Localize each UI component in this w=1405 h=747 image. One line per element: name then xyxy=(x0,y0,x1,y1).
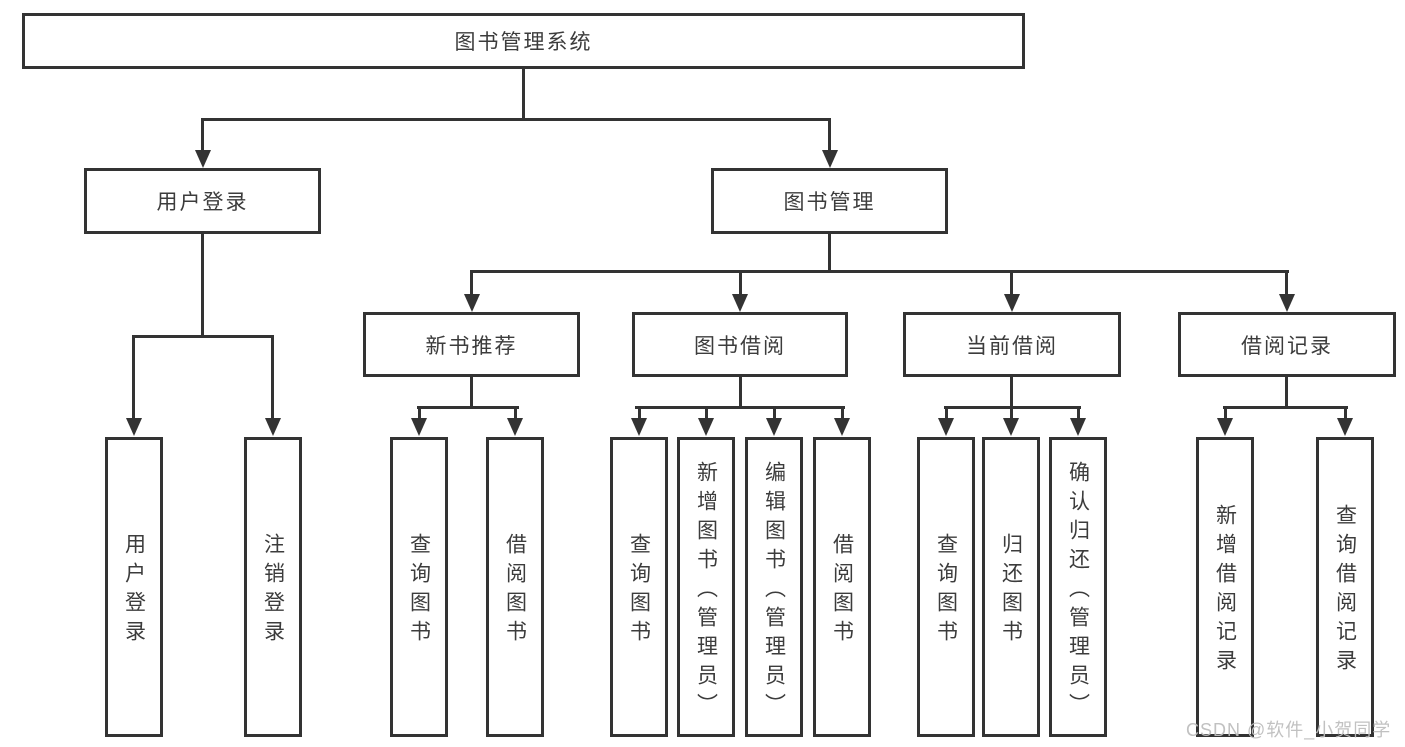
leaf-borrow-book: 借阅图书 xyxy=(813,437,871,737)
connector-new-book-recommend-stem xyxy=(470,377,473,408)
arrow-head-book-management-icon xyxy=(822,150,838,168)
connector-user-login-bus xyxy=(132,335,274,338)
leaf-user-login: 用户登录 xyxy=(105,437,163,737)
leaf-query-book-current: 查询图书 xyxy=(917,437,975,737)
node-book-management: 图书管理 xyxy=(711,168,948,234)
arrow-head-confirm-return-icon xyxy=(1070,418,1086,436)
arrow-head-add-borrow-record-icon xyxy=(1217,418,1233,436)
arrow-head-add-book-icon xyxy=(698,418,714,436)
connector-level2-bus xyxy=(201,118,831,121)
leaf-query-borrow-record: 查询借阅记录 xyxy=(1316,437,1374,737)
arrow-shaft-new-book-recommend xyxy=(470,270,473,296)
arrow-shaft-book-management xyxy=(828,118,831,152)
connector-current-borrow-stem xyxy=(1010,377,1013,408)
arrow-head-query-book-3-icon xyxy=(938,418,954,436)
leaf-confirm-return-admin: 确认归还（管理员） xyxy=(1049,437,1107,737)
leaf-return-book: 归还图书 xyxy=(982,437,1040,737)
arrow-head-borrow-book-2-icon xyxy=(834,418,850,436)
node-current-borrow: 当前借阅 xyxy=(903,312,1121,377)
node-root: 图书管理系统 xyxy=(22,13,1025,69)
connector-root-stem xyxy=(522,68,525,118)
arrow-head-user-login-icon xyxy=(195,150,211,168)
arrow-head-leaf-user-login-icon xyxy=(126,418,142,436)
connector-book-borrow-bus xyxy=(635,406,845,409)
connector-book-borrow-stem xyxy=(739,377,742,408)
leaf-query-book-borrow: 查询图书 xyxy=(610,437,668,737)
arrow-shaft-borrow-record xyxy=(1285,270,1288,296)
arrow-head-borrow-book-1-icon xyxy=(507,418,523,436)
arrow-head-query-borrow-record-icon xyxy=(1337,418,1353,436)
arrow-head-new-book-recommend-icon xyxy=(464,294,480,312)
arrow-shaft-current-borrow xyxy=(1010,270,1013,296)
arrow-shaft-query-book-2 xyxy=(638,406,641,420)
node-new-book-recommend: 新书推荐 xyxy=(363,312,580,377)
connector-book-management-stem xyxy=(828,234,831,272)
node-borrow-record: 借阅记录 xyxy=(1178,312,1396,377)
arrow-shaft-add-book xyxy=(705,406,708,420)
arrow-head-query-book-2-icon xyxy=(631,418,647,436)
leaf-add-book-admin: 新增图书（管理员） xyxy=(677,437,735,737)
connector-user-login-stem xyxy=(201,234,204,335)
arrow-shaft-book-borrow xyxy=(739,270,742,296)
arrow-shaft-confirm-return xyxy=(1077,406,1080,420)
arrow-head-query-book-1-icon xyxy=(411,418,427,436)
node-user-login: 用户登录 xyxy=(84,168,321,234)
connector-new-book-recommend-bus xyxy=(417,406,519,409)
connector-level3-bus xyxy=(470,270,1289,273)
watermark: CSDN @软件_小贺同学 xyxy=(1186,720,1392,740)
arrow-head-edit-book-icon xyxy=(766,418,782,436)
leaf-add-borrow-record: 新增借阅记录 xyxy=(1196,437,1254,737)
node-book-borrow: 图书借阅 xyxy=(632,312,848,377)
connector-borrow-record-bus xyxy=(1223,406,1348,409)
arrow-shaft-leaf-logout xyxy=(271,335,274,420)
arrow-shaft-query-borrow-record xyxy=(1344,406,1347,420)
arrow-shaft-borrow-book-2 xyxy=(841,406,844,420)
leaf-logout-login: 注销登录 xyxy=(244,437,302,737)
leaf-edit-book-admin: 编辑图书（管理员） xyxy=(745,437,803,737)
arrow-head-borrow-record-icon xyxy=(1279,294,1295,312)
arrow-head-leaf-logout-icon xyxy=(265,418,281,436)
arrow-shaft-query-book-3 xyxy=(945,406,948,420)
leaf-borrow-book-recommend: 借阅图书 xyxy=(486,437,544,737)
arrow-head-book-borrow-icon xyxy=(732,294,748,312)
arrow-shaft-return-book xyxy=(1010,406,1013,420)
arrow-shaft-borrow-book-1 xyxy=(514,406,517,420)
arrow-shaft-edit-book xyxy=(773,406,776,420)
connector-borrow-record-stem xyxy=(1285,377,1288,408)
leaf-query-book-recommend: 查询图书 xyxy=(390,437,448,737)
arrow-shaft-user-login xyxy=(201,118,204,152)
arrow-head-return-book-icon xyxy=(1003,418,1019,436)
arrow-head-current-borrow-icon xyxy=(1004,294,1020,312)
arrow-shaft-query-book-1 xyxy=(418,406,421,420)
arrow-shaft-leaf-user-login xyxy=(132,335,135,420)
arrow-shaft-add-borrow-record xyxy=(1224,406,1227,420)
